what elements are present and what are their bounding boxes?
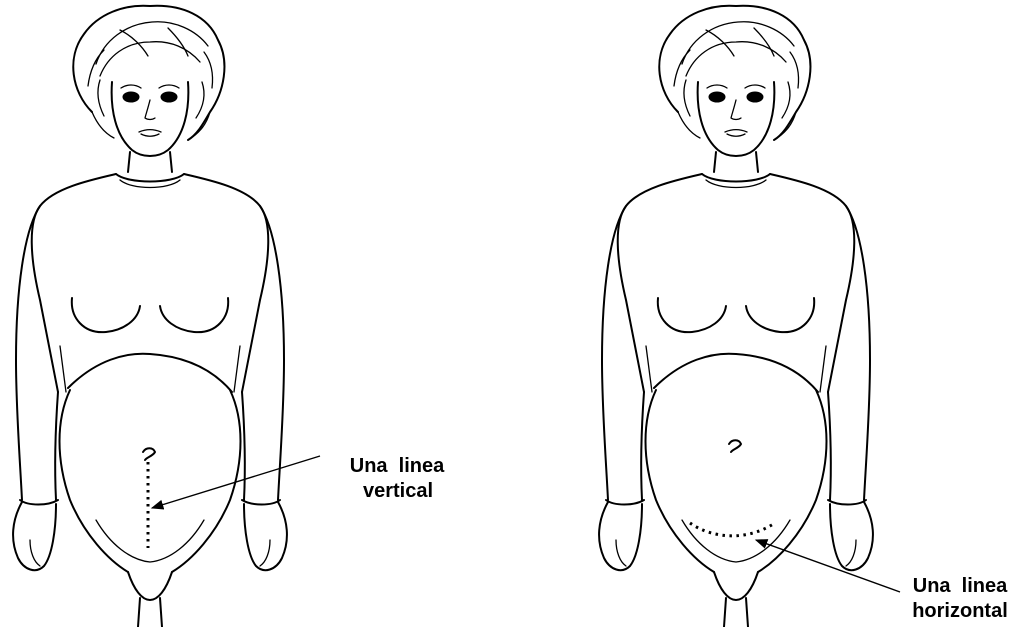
- vertical-label-line1: Una linea: [350, 455, 445, 477]
- figure-horizontal-incision: [599, 6, 873, 627]
- figure-vertical-incision: [13, 6, 287, 627]
- horizontal-callout-arrow: [756, 540, 900, 592]
- horizontal-incision-line: [690, 523, 775, 536]
- horizontal-label-line2: horizontal: [912, 600, 1008, 622]
- navel: [143, 448, 155, 460]
- horizontal-label-line1: Una linea: [913, 575, 1008, 597]
- navel: [729, 440, 741, 452]
- vertical-label-line2: vertical: [363, 480, 433, 502]
- vertical-callout-arrow: [152, 456, 320, 508]
